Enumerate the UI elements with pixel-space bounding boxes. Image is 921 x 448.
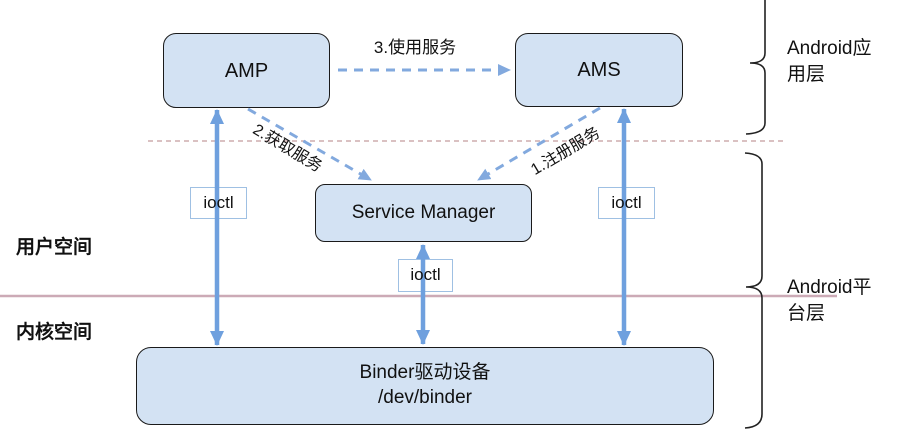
amp-node-label: AMP [224,59,269,82]
ioctl-label-right: ioctl [611,192,642,212]
binder-driver-node-box [136,347,714,425]
android-platform-layer-label: Android平台层 [787,277,872,324]
get-service-arrow [247,107,372,182]
service-manager-node-label: Service Manager [351,201,496,223]
platform-layer-brace [744,152,763,429]
binder-driver-node-label: Binder驱动设备 /dev/binder [136,350,714,422]
ioctl-label-left: ioctl [203,192,234,212]
register-service-arrow [477,106,601,182]
android-app-layer-label: Android应用层 [787,38,872,85]
use-service-edge-label: 3.使用服务 [373,37,457,57]
binder-driver-name: Binder驱动设备 [359,362,491,384]
user-space-label: 用户空间 [16,236,93,258]
kernel-space-label: 内核空间 [16,321,93,343]
ams-node-box [515,33,683,107]
service-manager-node-box [315,184,532,242]
ams-node-label: AMS [577,59,621,81]
ioctl-label-middle: ioctl [410,265,441,285]
app-layer-brace [745,0,766,135]
amp-node-box [163,33,330,108]
binder-driver-path: /dev/binder [377,387,472,408]
